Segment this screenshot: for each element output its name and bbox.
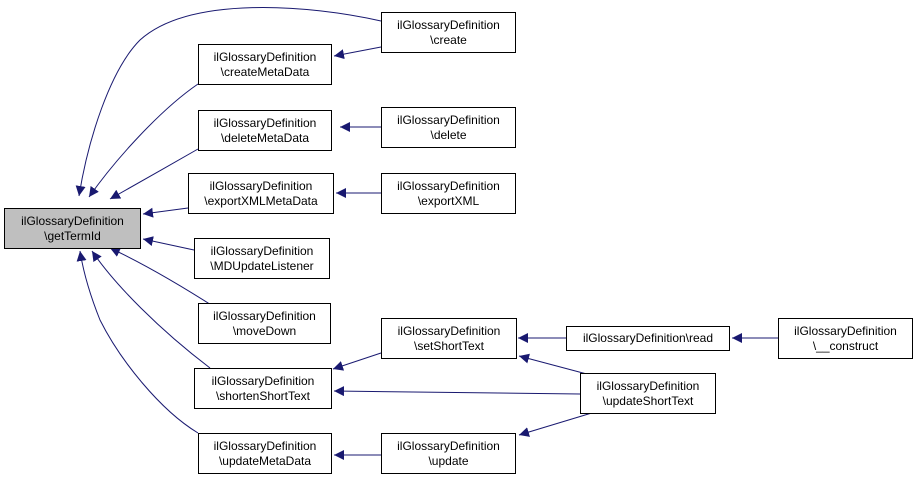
node-updateMetaData[interactable]: ilGlossaryDefinition \updateMetaData xyxy=(198,433,332,474)
node-moveDown[interactable]: ilGlossaryDefinition \moveDown xyxy=(198,303,331,344)
node-update-line2: \update xyxy=(428,453,469,468)
node-moveDown-line1: ilGlossaryDefinition xyxy=(213,308,316,323)
node-exportXMLMetaData-line1: ilGlossaryDefinition xyxy=(209,178,313,193)
node-getTermId: ilGlossaryDefinition \getTermId xyxy=(4,208,141,249)
edge-exportXMLMetaData-to-getTermId xyxy=(142,207,189,218)
node-MDUpdateListener[interactable]: ilGlossaryDefinition \MDUpdateListener xyxy=(194,238,330,279)
node-shortenShortText[interactable]: ilGlossaryDefinition \shortenShortText xyxy=(194,368,332,409)
edge-createMetaData-to-getTermId xyxy=(88,83,199,198)
node-MDUpdateListener-line2: \MDUpdateListener xyxy=(210,258,314,273)
node-deleteMetaData-line1: ilGlossaryDefinition xyxy=(213,115,317,130)
edge-shortenShortText-to-getTermId xyxy=(91,250,211,369)
edge-update-to-updateShortText xyxy=(518,411,596,437)
node-exportXML-line2: \exportXML xyxy=(417,193,480,208)
node-getTermId-line1: ilGlossaryDefinition xyxy=(21,213,124,228)
node-create[interactable]: ilGlossaryDefinition \create xyxy=(381,12,516,53)
node-exportXML[interactable]: ilGlossaryDefinition \exportXML xyxy=(381,173,516,214)
node-create-line2: \create xyxy=(430,32,467,47)
edge-MDUpdateListener-to-getTermId xyxy=(142,236,195,251)
node-delete[interactable]: ilGlossaryDefinition \delete xyxy=(381,107,516,148)
node-exportXMLMetaData[interactable]: ilGlossaryDefinition \exportXMLMetaData xyxy=(188,173,334,214)
node-setShortText[interactable]: ilGlossaryDefinition \setShortText xyxy=(381,318,517,359)
edge-moveDown-to-getTermId xyxy=(109,247,217,309)
node-setShortText-line1: ilGlossaryDefinition xyxy=(397,323,501,338)
edge-deleteMetaData-to-getTermId xyxy=(109,148,199,200)
node-delete-line2: \delete xyxy=(430,127,467,142)
node-read[interactable]: ilGlossaryDefinition\read xyxy=(566,326,730,351)
node-update[interactable]: ilGlossaryDefinition \update xyxy=(381,433,516,474)
edge-create-to-createMetaData xyxy=(333,46,382,60)
node-updateMetaData-line2: \updateMetaData xyxy=(218,453,312,468)
node-updateShortText[interactable]: ilGlossaryDefinition \updateShortText xyxy=(580,373,716,414)
node-getTermId-line2: \getTermId xyxy=(44,228,101,243)
node-setShortText-line2: \setShortText xyxy=(413,338,485,353)
edge-updateShortText-to-shortenShortText xyxy=(333,386,581,397)
node-moveDown-line2: \moveDown xyxy=(232,323,297,338)
edge-create-to-getTermId xyxy=(75,7,382,197)
node-updateShortText-line1: ilGlossaryDefinition xyxy=(596,378,700,393)
node-delete-line1: ilGlossaryDefinition xyxy=(397,112,500,127)
node-createMetaData[interactable]: ilGlossaryDefinition \createMetaData xyxy=(198,44,332,85)
edge-updateMetaData-to-getTermId xyxy=(76,250,199,434)
node-exportXML-line1: ilGlossaryDefinition xyxy=(397,178,500,193)
node-createMetaData-line2: \createMetaData xyxy=(220,64,310,79)
node-update-line1: ilGlossaryDefinition xyxy=(397,438,500,453)
node-updateMetaData-line1: ilGlossaryDefinition xyxy=(213,438,317,453)
node-exportXMLMetaData-line2: \exportXMLMetaData xyxy=(204,193,318,208)
node-deleteMetaData[interactable]: ilGlossaryDefinition \deleteMetaData xyxy=(198,110,332,151)
node-createMetaData-line1: ilGlossaryDefinition xyxy=(213,49,317,64)
node-shortenShortText-line2: \shortenShortText xyxy=(215,388,311,403)
node-shortenShortText-line1: ilGlossaryDefinition xyxy=(211,373,315,388)
node-MDUpdateListener-line1: ilGlossaryDefinition xyxy=(210,243,314,258)
node-updateShortText-line2: \updateShortText xyxy=(602,393,694,408)
node-create-line1: ilGlossaryDefinition xyxy=(397,17,500,32)
node-construct[interactable]: ilGlossaryDefinition \__construct xyxy=(778,318,913,359)
node-construct-line2: \__construct xyxy=(812,338,879,353)
node-deleteMetaData-line2: \deleteMetaData xyxy=(220,130,310,145)
node-construct-line1: ilGlossaryDefinition xyxy=(794,323,897,338)
edge-setShortText-to-shortenShortText xyxy=(332,352,382,371)
node-read-line1: ilGlossaryDefinition\read xyxy=(582,331,714,345)
